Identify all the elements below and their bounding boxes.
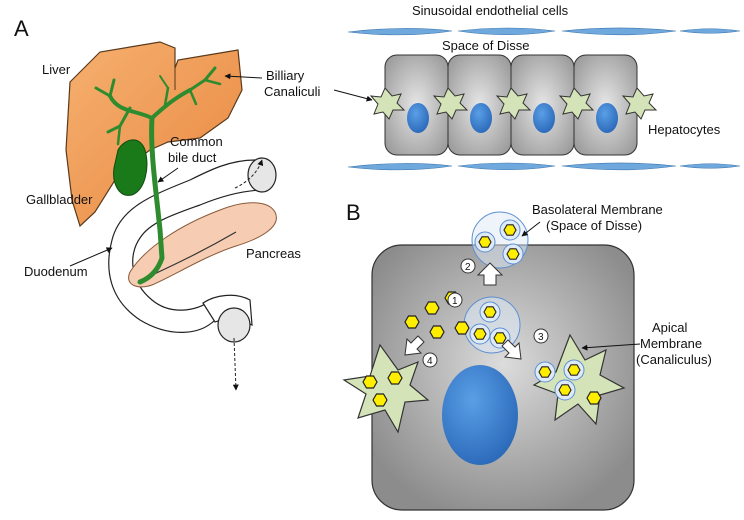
bile-duct-tree: [94, 66, 222, 285]
label-duodenum: Duodenum: [24, 264, 88, 279]
step-1-badge: [447, 292, 463, 308]
nucleus: [407, 103, 429, 133]
pancreas-shape: [128, 202, 277, 288]
label-space-of-disse: Space of Disse: [442, 38, 529, 53]
panel-label-b: B: [346, 200, 361, 225]
step-3-label: 3: [538, 332, 544, 343]
canaliculus-star: [495, 87, 532, 120]
gallbladder-shape: [113, 139, 148, 196]
label-apical-2: Membrane: [640, 336, 702, 351]
step-4-label: 4: [427, 356, 433, 367]
step-1-label: 1: [452, 296, 458, 307]
label-hepatocytes: Hepatocytes: [648, 122, 721, 137]
label-apical-3: (Canaliculus): [636, 352, 712, 367]
label-pancreas: Pancreas: [246, 246, 301, 261]
left-canaliculus: [342, 343, 430, 434]
canaliculus-star: [432, 87, 469, 120]
nucleus: [470, 103, 492, 133]
endothelium-top: [347, 27, 741, 36]
label-basolateral-2: (Space of Disse): [546, 218, 642, 233]
step-2-arrow: [476, 262, 504, 286]
step-4-arrow: [404, 335, 425, 356]
step-3-arrow: [501, 339, 522, 360]
step-4-badge: [422, 352, 438, 368]
label-common-bile-duct-2: bile duct: [168, 150, 217, 165]
endothelium-bottom: [347, 162, 741, 171]
right-canaliculus: [532, 333, 626, 426]
label-canaliculi-1: Billiary: [266, 68, 305, 83]
label-basolateral-1: Basolateral Membrane: [532, 202, 663, 217]
nucleus: [533, 103, 555, 133]
label-apical-1: Apical: [652, 320, 688, 335]
label-sinusoidal: Sinusoidal endothelial cells: [412, 3, 569, 18]
step-3-badge: [533, 328, 549, 344]
duodenum-top-opening: [247, 157, 277, 193]
canaliculus-star: [369, 87, 406, 120]
step-2-badge: [460, 258, 476, 274]
duodenum-bottom-opening: [217, 307, 251, 343]
label-canaliculi-2: Canaliculi: [264, 84, 320, 99]
label-gallbladder: Gallbladder: [26, 192, 93, 207]
step-2-label: 2: [465, 262, 471, 273]
pancreatic-duct: [149, 231, 237, 277]
nucleus: [596, 103, 618, 133]
large-nucleus: [442, 365, 518, 465]
canaliculus-star: [621, 87, 658, 120]
hepatocyte-row: [369, 54, 658, 156]
label-common-bile-duct-1: Common: [170, 134, 223, 149]
canaliculus-star: [558, 87, 595, 120]
label-liver: Liver: [42, 62, 71, 77]
panel-label-a: A: [14, 16, 29, 41]
